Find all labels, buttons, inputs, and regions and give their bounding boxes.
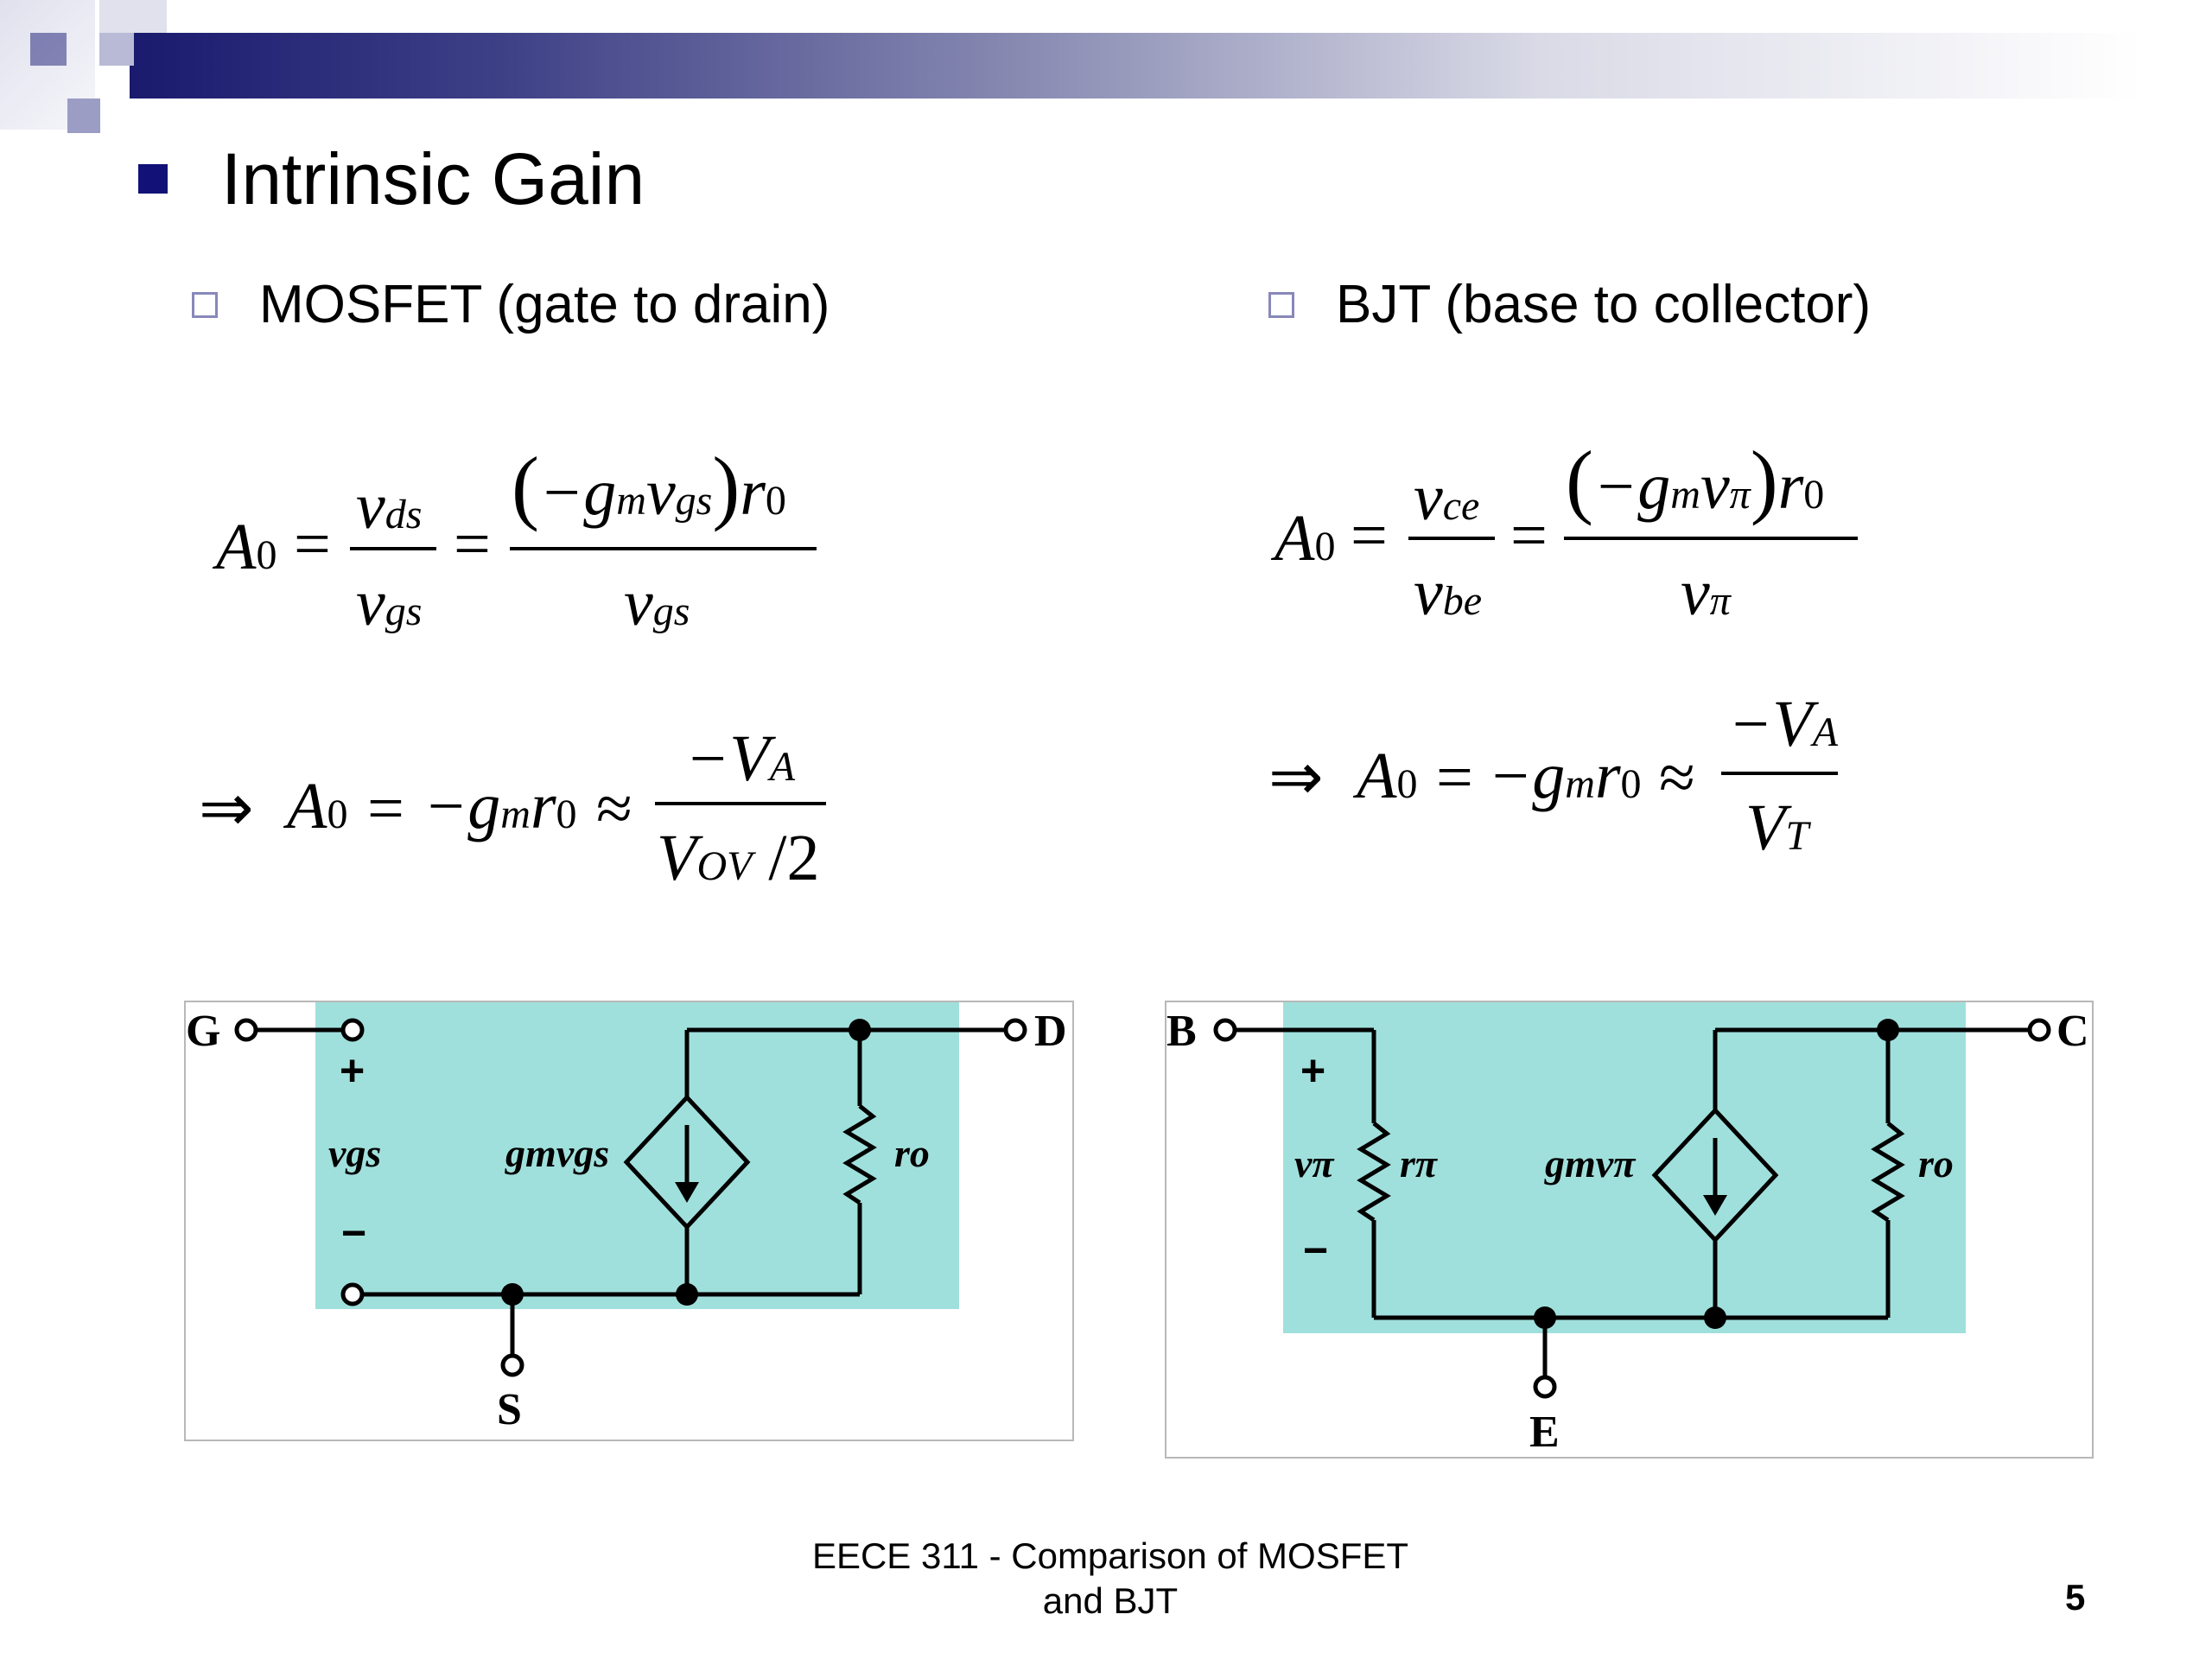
mosfet-heading-row: MOSFET (gate to drain) (192, 278, 830, 332)
bjt-ro-label: ro (1918, 1141, 1954, 1185)
bjt-small-signal-circuit: B C E + − vπ rπ gmvπ ro (1165, 1001, 2094, 1459)
collector-label: C (2056, 1007, 2089, 1056)
source-label: S (497, 1385, 522, 1434)
source-terminal (500, 1353, 524, 1377)
header-square-mid2 (99, 33, 134, 66)
vgs-label: vgs (328, 1131, 382, 1175)
gate-terminal (234, 1018, 258, 1042)
bjt-minus-sign: − (1303, 1226, 1329, 1274)
plus-sign: + (340, 1046, 365, 1095)
base-label: B (1166, 1007, 1197, 1056)
title-row: Intrinsic Gain (138, 143, 645, 215)
gm-vpi-label: gmvπ (1545, 1141, 1636, 1185)
drain-terminal (1003, 1018, 1027, 1042)
bjt-bullet-icon (1268, 292, 1294, 318)
bjt-heading: BJT (base to collector) (1336, 275, 1872, 334)
mosfet-small-signal-circuit: G D S + − vgs gmvgs ro (184, 1001, 1074, 1441)
mosfet-gain-equation: A0 = vds vgs = (−gmvgs)r0 vgs (0, 0, 864, 950)
emitter-label: E (1529, 1408, 1560, 1457)
bjt-gain-approximation: ⇒ A0 = −gmr0 ≈ −VA VT (1268, 688, 1839, 864)
current-arrow-icon (675, 1182, 699, 1203)
gate-label: G (186, 1007, 221, 1056)
rpi-label: rπ (1400, 1141, 1438, 1185)
slide-title: Intrinsic Gain (221, 138, 645, 219)
page-number: 5 (2065, 1577, 2086, 1618)
mosfet-gain-approximation: ⇒ A0 = −gmr0 ≈ −VA VOV /2 (0, 0, 864, 950)
mosfet-heading: MOSFET (gate to drain) (259, 275, 830, 334)
vpi-label: vπ (1294, 1141, 1334, 1185)
header-square-top (99, 0, 167, 33)
mosfet-bullet-icon (192, 292, 218, 318)
title-bullet-icon (138, 164, 168, 194)
bjt-heading-row: BJT (base to collector) (1268, 278, 1871, 332)
slide-footer: EECE 311 - Comparison of MOSFET and BJT (811, 1535, 1409, 1621)
minus-sign: − (341, 1209, 367, 1257)
bjt-gain-equation: A0 = vce vbe = (−gmvπ)r0 vπ (1274, 439, 1858, 626)
emitter-terminal (1533, 1375, 1557, 1399)
bjt-plus-sign: + (1300, 1046, 1326, 1095)
header-square-mid (67, 99, 100, 133)
ro-label: ro (894, 1131, 930, 1175)
mosfet-circuit-diagram (234, 1002, 1027, 1377)
bjt-circuit-diagram (1213, 1002, 2051, 1399)
gm-vgs-label: gmvgs (505, 1131, 610, 1175)
base-terminal (1213, 1018, 1237, 1042)
collector-terminal (2027, 1018, 2051, 1042)
bjt-model-box (1283, 1002, 1966, 1333)
bjt-current-arrow-icon (1703, 1195, 1727, 1216)
header-band (130, 33, 2143, 99)
drain-label: D (1034, 1007, 1067, 1056)
